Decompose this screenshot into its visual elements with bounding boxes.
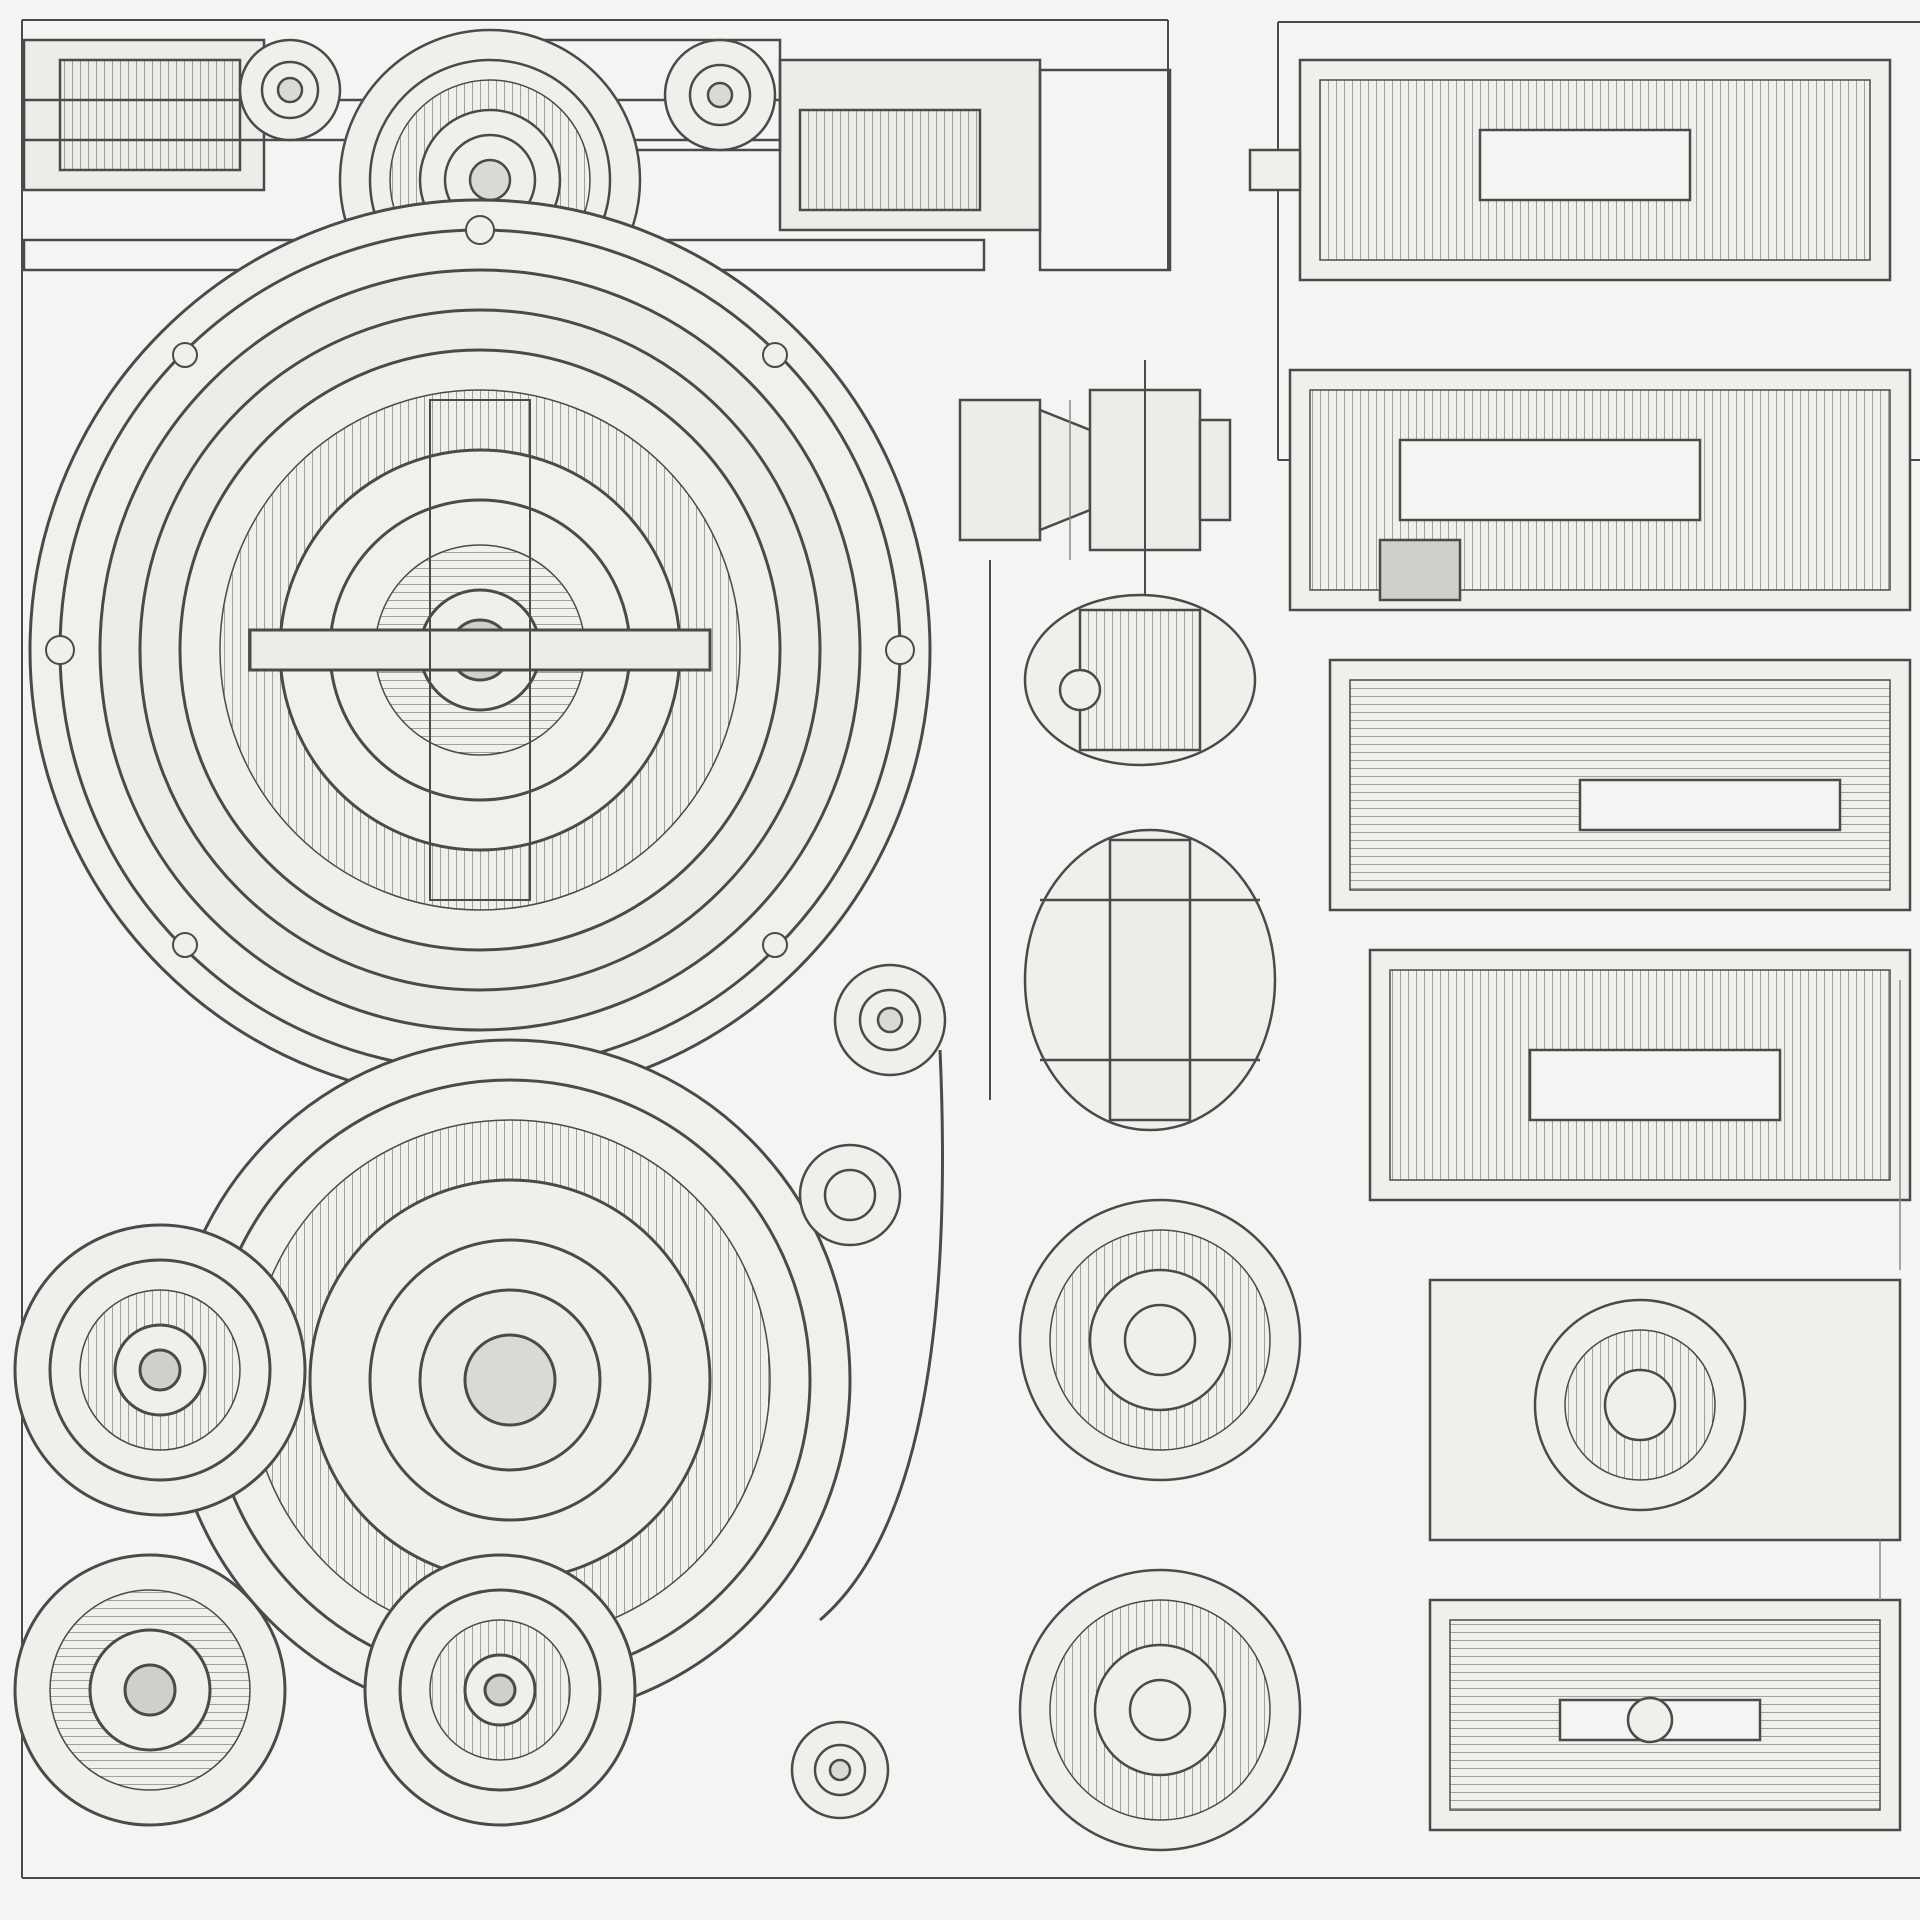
center-unit-2 xyxy=(1023,828,1277,1132)
main-circular-assembly xyxy=(28,198,932,1102)
top-small-gears xyxy=(238,38,777,152)
cylinder-unit-1 xyxy=(1248,58,1892,282)
cylinder-unit-6 xyxy=(1428,1598,1902,1832)
center-unit-4 xyxy=(1018,1568,1302,1852)
lower-large-wheel xyxy=(168,1038,852,1722)
cone-shaft xyxy=(958,360,1232,600)
small-pulleys xyxy=(790,963,947,1820)
lower-left-gear xyxy=(13,1223,307,1517)
top-shaft-assembly xyxy=(22,38,1172,272)
main-wheel-bolts xyxy=(45,215,915,1085)
curved-conduit xyxy=(819,1049,944,1622)
cylinder-unit-2 xyxy=(1288,368,1912,612)
dimension-lines xyxy=(1069,400,1901,1600)
center-unit-3 xyxy=(1018,1198,1302,1482)
bottom-center-gear xyxy=(363,1553,637,1827)
left-frame xyxy=(21,19,1920,1879)
cylinder-unit-4 xyxy=(1368,948,1912,1202)
cylinder-unit-3 xyxy=(1328,658,1912,912)
cylinder-unit-5 xyxy=(1428,1278,1902,1542)
bottom-left-gear xyxy=(13,1553,287,1827)
center-unit-1 xyxy=(1023,593,1257,767)
